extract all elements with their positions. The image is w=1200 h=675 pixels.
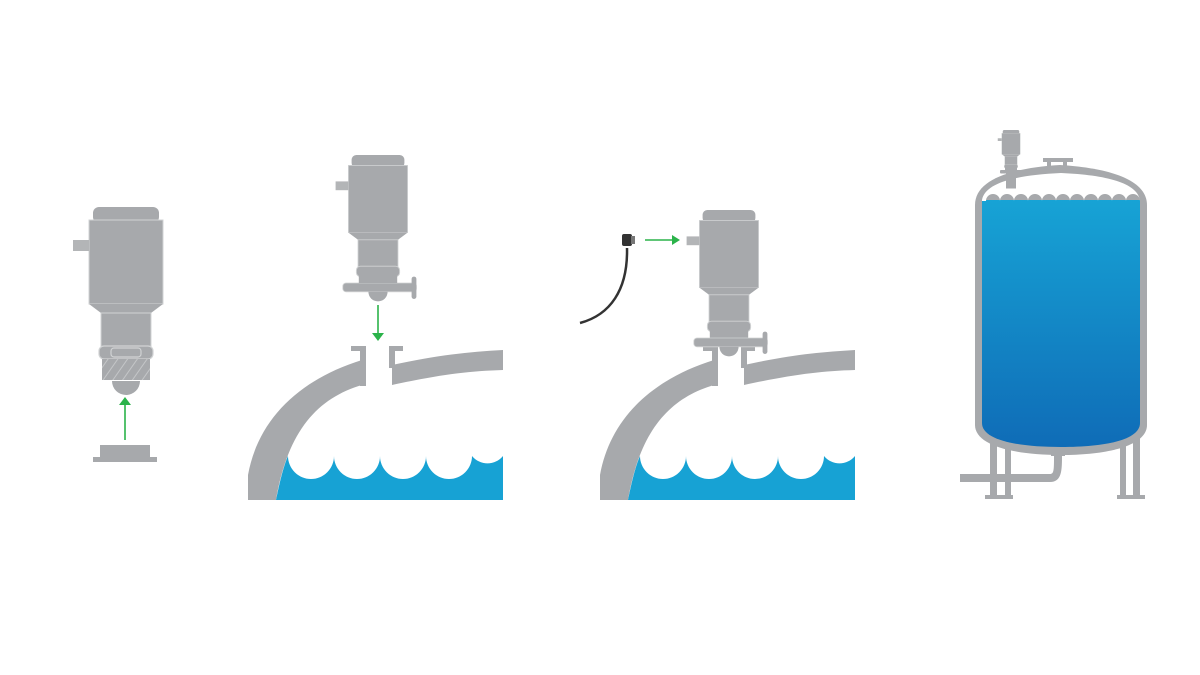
tank-headspace — [982, 173, 1140, 201]
tank-liquid — [982, 200, 1140, 447]
tank-top-nozzle — [1043, 158, 1073, 172]
level-sensor-small — [997, 129, 1023, 189]
tank-legs — [960, 430, 1145, 499]
clamp-screw — [762, 331, 768, 354]
thread-band — [102, 359, 150, 380]
arrow-down-icon — [372, 305, 384, 341]
sensor-tip — [368, 291, 388, 302]
tank-top-section — [248, 346, 503, 500]
level-sensor — [335, 154, 417, 302]
weld-ferrule — [93, 445, 157, 462]
arrow-right-icon — [645, 235, 680, 245]
sensor-tip — [112, 381, 140, 395]
tank-top-section — [600, 346, 855, 500]
sensor-tip — [719, 346, 739, 357]
arrow-up-icon — [119, 397, 131, 440]
clamp-flange — [342, 282, 417, 293]
clamp-flange — [693, 337, 768, 348]
sensor-insertion — [248, 154, 503, 500]
level-sensor — [686, 209, 768, 357]
sensor-mounted — [579, 209, 855, 500]
clamp-screw — [411, 276, 417, 299]
level-sensor — [72, 206, 164, 395]
cable-connector — [579, 234, 635, 325]
full-tank — [960, 129, 1147, 499]
sensor-with-ferrule — [72, 206, 164, 462]
